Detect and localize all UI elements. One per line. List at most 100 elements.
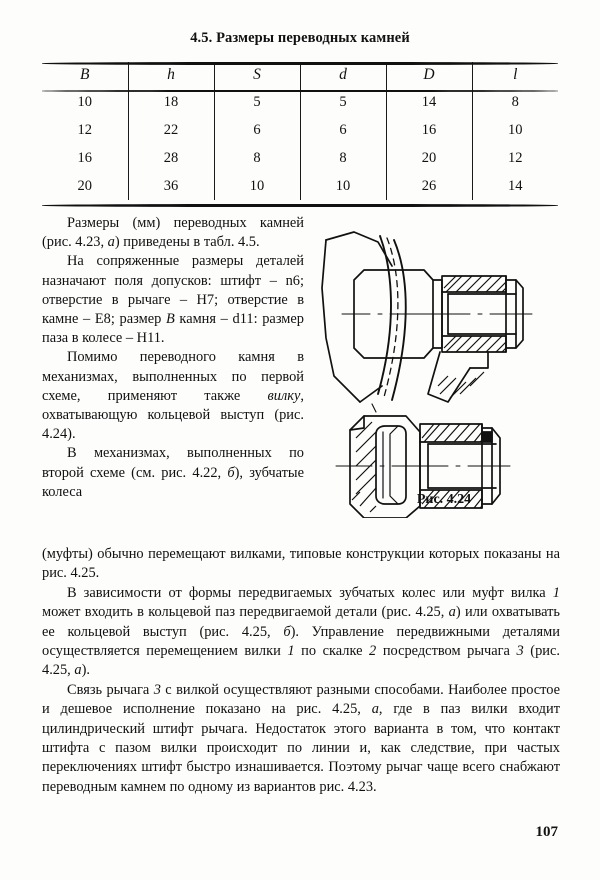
cell: 12 (471, 144, 558, 172)
specs-table: B h S d D l 10 18 5 5 14 8 12 (42, 62, 558, 200)
cell: 10 (471, 116, 558, 144)
lever-limb-right (469, 351, 489, 369)
col-header-B: B (80, 66, 90, 83)
figure-caption: Рис. 4.24 (416, 492, 472, 507)
left-text-column: Размеры (мм) переводных камней (рис. 4.2… (42, 214, 304, 502)
text-run: посредством рычага (376, 643, 517, 660)
cell: 14 (385, 88, 472, 116)
fork-arm-lower (359, 385, 383, 403)
cell: 14 (471, 172, 558, 200)
cell: 20 (385, 144, 472, 172)
figure-ref-letter: а (448, 604, 456, 621)
col-header-d: d (299, 62, 386, 88)
text-run: ), зубчатые колеса (42, 464, 304, 500)
specs-table-wrapper: B h S d D l 10 18 5 5 14 8 12 (42, 62, 558, 207)
figure-ref-letter: б (283, 623, 291, 640)
technical-drawing-svg (321, 231, 533, 519)
paragraph-tolerances: На сопряженные размеры деталей назначают… (42, 252, 304, 348)
table-row: 12 22 6 6 16 10 (42, 116, 558, 144)
page-number: 107 (535, 824, 559, 840)
text-run: ) или охватывать ее кольцевой выступ (ри… (42, 604, 560, 640)
fork-slot (375, 425, 407, 505)
cell: 10 (77, 93, 93, 110)
symbol-B: B (165, 311, 175, 328)
fork-arm-upper (325, 231, 393, 267)
cell: 10 (299, 172, 386, 200)
fork-collar-back-arc (391, 239, 407, 401)
col-header-S: S (213, 62, 300, 88)
table-row: 10 18 5 5 14 8 (42, 88, 558, 116)
part-number: 3 (153, 681, 161, 698)
cell: 22 (127, 116, 214, 144)
cell: 5 (299, 88, 386, 116)
col-header-h: h (127, 62, 214, 88)
text-run: ). (81, 662, 90, 679)
fork-block-step (349, 415, 365, 431)
text-run: На сопряженные размеры деталей назначают… (42, 253, 304, 328)
cell: 6 (299, 116, 386, 144)
part-number: 2 (369, 643, 377, 660)
text-run: Помимо переводного камня в механизмах, в… (42, 349, 304, 404)
cell: 10 (213, 172, 300, 200)
cell: 16 (77, 149, 93, 166)
text-run: камня – d11: размер паза в колесе – H11. (42, 311, 304, 347)
text-run: ) приведены в табл. 4.5. (114, 234, 260, 251)
text-run: Связь рычага (67, 681, 154, 698)
text-run: В механизмах, выполненных по второй схем… (42, 445, 304, 481)
cell: 12 (77, 121, 93, 138)
cell: 18 (127, 88, 214, 116)
section-hatching-lower (351, 421, 483, 513)
cell: 20 (77, 177, 93, 194)
text-run: (рис. 4.25, (42, 643, 560, 679)
text-run: по скалке (294, 643, 370, 660)
figure-4-24 (320, 218, 568, 519)
term-vilku: вилку (267, 387, 301, 404)
part-number: 1 (552, 584, 560, 601)
table-title: 4.5. Размеры переводных камней (190, 30, 410, 46)
fork-collar-hidden-arc (383, 237, 399, 398)
table-rule-bottom (42, 204, 558, 207)
paragraph-fork: Помимо переводного камня в механизмах, в… (42, 348, 304, 444)
part-number: 1 (287, 643, 295, 660)
figure-ref-letter: а (74, 662, 82, 679)
fork-body-outline (321, 239, 361, 403)
leader-tick (371, 403, 377, 413)
cell: 26 (385, 172, 472, 200)
figure-ref-letter: а (371, 701, 379, 718)
cell: 36 (127, 172, 214, 200)
paragraph-second-scheme: В механизмах, выполненных по второй схем… (42, 444, 304, 502)
text-run: ). Управление передвижными деталями осущ… (42, 623, 560, 660)
key-block (481, 431, 493, 443)
cell: 8 (213, 144, 300, 172)
text-run: с вилкой осуществляют разными способами.… (42, 681, 560, 718)
fork-collar-front-arc (377, 235, 392, 395)
cell: 6 (213, 116, 300, 144)
paragraph-dimensions: Размеры (мм) переводных камней (рис. 4.2… (42, 214, 304, 252)
table-rule-header (42, 90, 558, 92)
section-hatching-upper (437, 275, 507, 399)
paragraph-fork-types: В зависимости от формы передвигаемых зуб… (42, 584, 560, 681)
col-header-l: l (471, 62, 558, 88)
figure-ref-letter: б (227, 464, 235, 481)
text-run: может входить в кольцевой паз передвигае… (42, 604, 449, 621)
body-text-block: (муфты) обычно перемещают вилками, типов… (42, 545, 560, 797)
cell: 28 (127, 144, 214, 172)
fork-slot-depth-edge (389, 425, 399, 505)
lever-limb-left (427, 351, 471, 403)
table-row: 16 28 8 8 20 12 (42, 144, 558, 172)
cell: 5 (213, 88, 300, 116)
col-header-D: D (385, 62, 472, 88)
cell: 16 (385, 116, 472, 144)
figure-ref-letter: а (107, 234, 115, 251)
paragraph-continuation: (муфты) обычно перемещают вилками, типов… (42, 546, 560, 582)
text-run: , где в паз вилки входит цилиндрический … (42, 701, 560, 795)
text-run: В зависимости от формы передвигаемых зуб… (67, 584, 553, 601)
cell: 8 (299, 144, 386, 172)
table-row: 20 36 10 10 26 14 (42, 172, 558, 200)
cell: 8 (471, 88, 558, 116)
text-run: , охватывающую кольцевой выступ (рис. 4.… (42, 387, 304, 443)
text-run: Размеры (мм) переводных камней (рис. 4.2… (42, 215, 304, 251)
paragraph-lever-connection: Связь рычага 3 с вилкой осуществляют раз… (42, 681, 560, 797)
part-number: 3 (516, 643, 524, 660)
